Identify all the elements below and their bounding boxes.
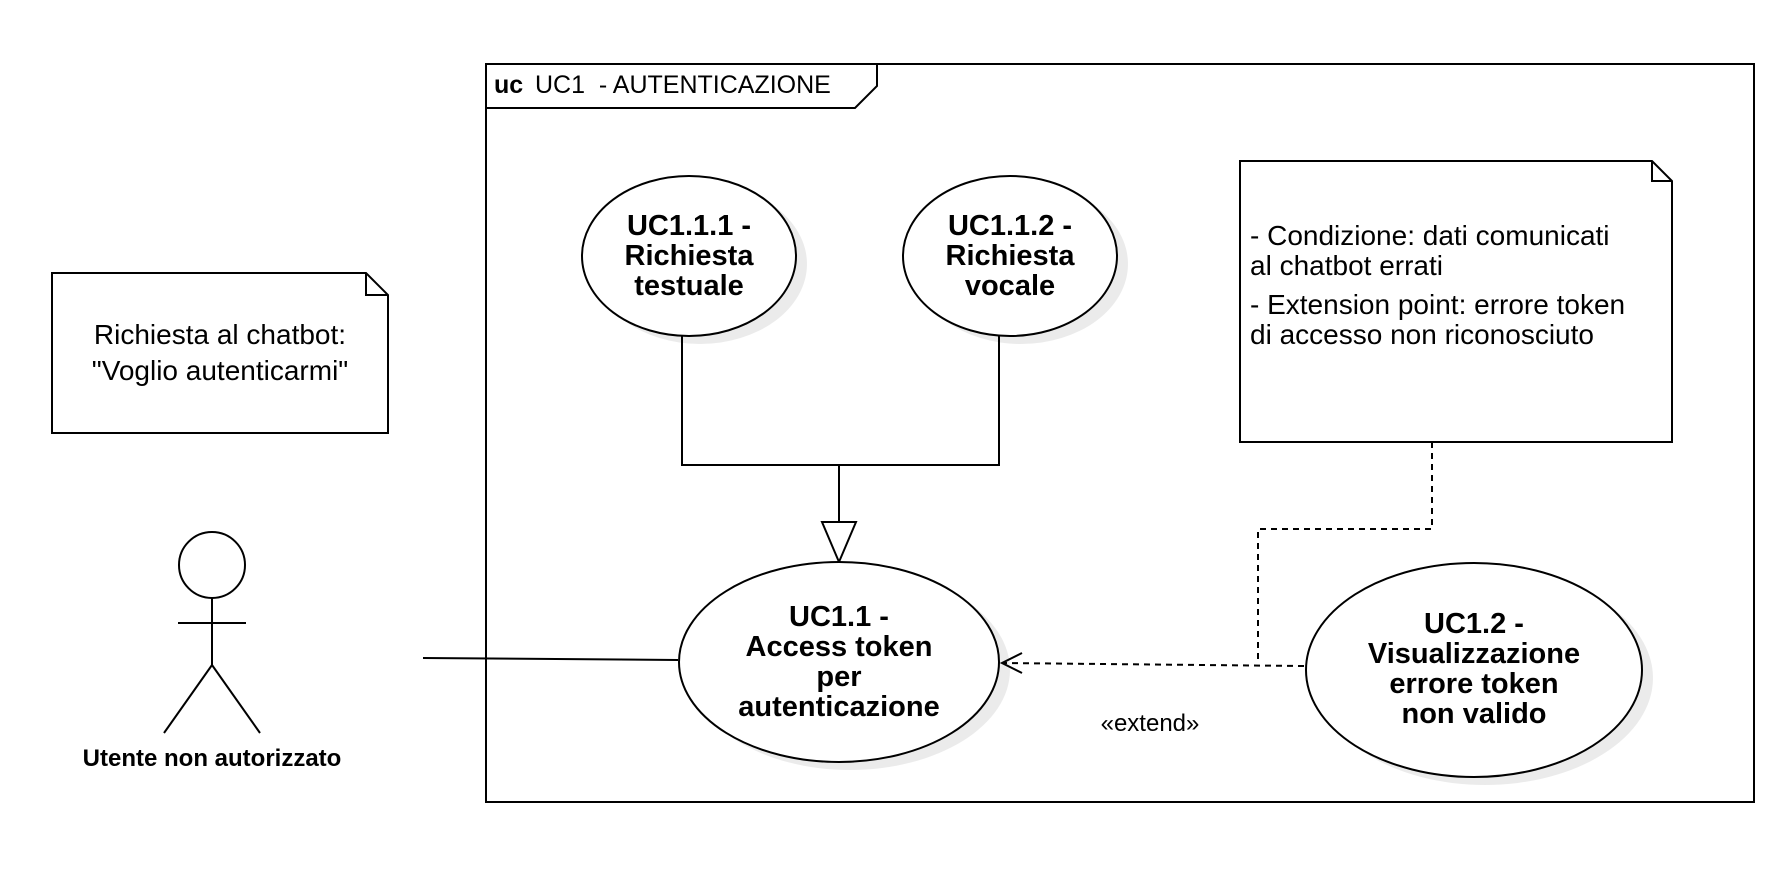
extension-note-line-2: al chatbot errati bbox=[1250, 250, 1443, 281]
extension-note: - Condizione: dati comunicati al chatbot… bbox=[1239, 160, 1673, 443]
uc11-line-3: per bbox=[816, 661, 861, 693]
frame-keyword: uc bbox=[494, 71, 523, 99]
extension-note-line-3: - Extension point: errore token bbox=[1250, 289, 1625, 320]
uc112-line-1: UC1.1.2 - bbox=[948, 210, 1072, 242]
actor: Utente non autorizzato bbox=[83, 531, 342, 772]
uc111-line-3: testuale bbox=[634, 270, 744, 302]
uc112-line-3: vocale bbox=[965, 270, 1055, 302]
uc11-line-2: Access token bbox=[746, 631, 933, 663]
extend-stereotype: «extend» bbox=[1101, 710, 1200, 737]
extend-relation: «extend» bbox=[999, 652, 1305, 737]
actor-name: Utente non autorizzato bbox=[83, 745, 342, 772]
uc12-line-4: non valido bbox=[1402, 698, 1547, 730]
request-note-line-1: Richiesta al chatbot: bbox=[94, 319, 346, 350]
extend-arrowhead bbox=[999, 652, 1023, 674]
uc12-line-1: UC1.2 - bbox=[1424, 608, 1524, 640]
uc11-line-4: autenticazione bbox=[738, 691, 939, 723]
use-case-uc111: UC1.1.1 - Richiesta testuale bbox=[581, 175, 807, 344]
generalization-arrowhead bbox=[820, 521, 858, 565]
use-case-uc112: UC1.1.2 - Richiesta vocale bbox=[902, 175, 1128, 344]
uc12-line-3: errore token bbox=[1389, 668, 1558, 700]
extension-note-line-1: - Condizione: dati comunicati bbox=[1250, 220, 1610, 251]
actor-head bbox=[178, 531, 246, 599]
use-case-uc11: UC1.1 - Access token per autenticazione bbox=[678, 561, 1010, 770]
generalization bbox=[681, 334, 1000, 565]
frame-tab bbox=[486, 63, 878, 109]
extension-note-line-4: di accesso non riconosciuto bbox=[1250, 319, 1594, 350]
uc12-line-2: Visualizzazione bbox=[1368, 638, 1580, 670]
uc11-line-1: UC1.1 - bbox=[789, 601, 889, 633]
uc111-line-2: Richiesta bbox=[625, 240, 755, 272]
frame-title: UC1 - AUTENTICAZIONE bbox=[535, 71, 831, 99]
association-line bbox=[422, 657, 679, 661]
uc111-line-1: UC1.1.1 - bbox=[627, 210, 751, 242]
system-frame: uc UC1 - AUTENTICAZIONE bbox=[485, 63, 1755, 803]
request-note-line-2: "Voglio autenticarmi" bbox=[92, 355, 348, 386]
request-note: Richiesta al chatbot: "Voglio autenticar… bbox=[51, 272, 389, 434]
uc112-line-2: Richiesta bbox=[946, 240, 1076, 272]
use-case-uc12: UC1.2 - Visualizzazione errore token non… bbox=[1305, 562, 1653, 785]
